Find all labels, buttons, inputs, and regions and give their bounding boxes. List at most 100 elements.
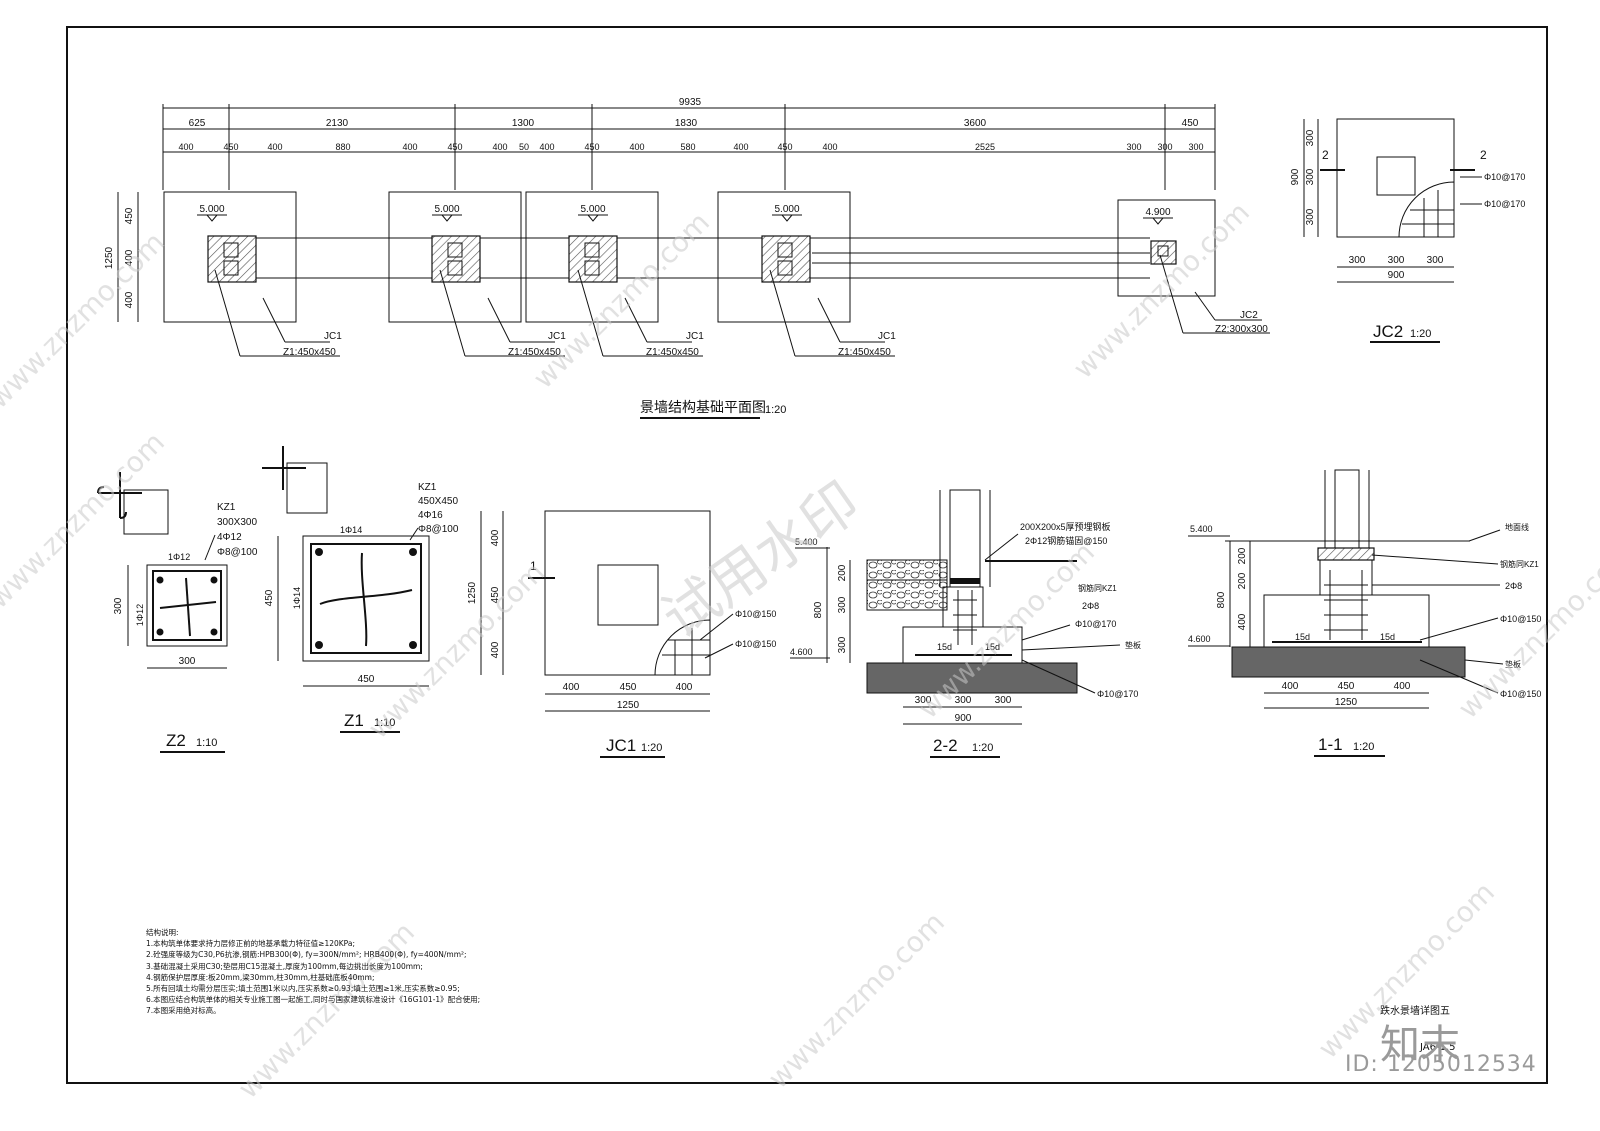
plan-elev-4: 4.900 <box>1145 207 1170 218</box>
jc1-rebar-2: Φ10@150 <box>735 639 776 649</box>
z2-kz-name: KZ1 <box>217 502 236 513</box>
section-1-1: 15d 15d 地面线 钢筋同KZ1 2Φ8 Φ10@150 垫板 Φ10@15… <box>1188 469 1541 757</box>
jc2-section-right: 2 <box>1480 148 1487 162</box>
plan-dim-row2-5: 450 <box>447 142 462 152</box>
z1-kz-stirrup: Φ8@100 <box>418 524 459 535</box>
s11-title: 1-1 <box>1318 735 1343 754</box>
plan-left-total: 1250 <box>104 246 115 269</box>
notes-line-4: 4.钢筋保护层厚度:板20mm,梁30mm,柱30mm,柱基础底板40mm; <box>146 972 375 982</box>
notes-line-5: 5.所有回填土均需分层压实;填土范围1米以内,压实系数≥0.93;填土范围≥1米… <box>146 984 460 994</box>
section-2-2: 15d 15d 200X200x5厚预埋钢板 2Φ12钢筋锚固@150 钢筋同K… <box>790 489 1141 758</box>
plan-title: 景墙结构基础平面图 <box>640 399 766 415</box>
plan-z2: Z2:300x300 <box>1215 324 1268 335</box>
plan-dim-row1-2: 1300 <box>512 118 535 129</box>
structure-notes: 结构说明: 1.本构筑单体要求持力层修正前的地基承载力特征值≥120KPa; 2… <box>146 927 486 1017</box>
jc1-section-mark: 1 <box>530 559 537 573</box>
s11-elev-top: 5.400 <box>1190 524 1213 534</box>
notes-line-7: 7.本图采用绝对标高。 <box>146 1006 221 1016</box>
jc1-dim-l1: 400 <box>490 529 501 546</box>
plan-jc1-1: JC1 <box>324 331 342 342</box>
s11-dim-b1: 400 <box>1282 681 1299 692</box>
plan-elev-3: 5.000 <box>774 204 799 215</box>
s22-slab: 垫板 <box>1125 640 1141 650</box>
plan-dim-row1-0: 625 <box>189 118 206 129</box>
sheet-code: JA6-1.5 <box>1420 1042 1456 1053</box>
wm-site-2: www.znzmo.com <box>527 206 716 395</box>
plan-jc1-3: JC1 <box>686 331 704 342</box>
elevation-marker-0 <box>197 214 227 222</box>
s22-title: 2-2 <box>933 736 958 755</box>
s11-dim-800: 800 <box>1216 591 1227 608</box>
s11-anchor-right: 15d <box>1380 632 1395 642</box>
s22-kz: 钢筋同KZ1 <box>1078 583 1117 593</box>
plan-dim-row2-14: 400 <box>822 142 837 152</box>
plan-z1-2: Z1:450x450 <box>508 347 561 358</box>
jc2-rebar-1: Φ10@170 <box>1484 172 1525 182</box>
elevation-marker-1 <box>432 214 462 222</box>
jc2-scale: 1:20 <box>1410 328 1431 340</box>
plan-dim-row2-11: 580 <box>680 142 695 152</box>
plan-jc2: JC2 <box>1240 310 1258 321</box>
z2-dim-bottom: 300 <box>179 656 196 667</box>
jc1-dim-b2: 450 <box>620 682 637 693</box>
wm-site-3: www.znzmo.com <box>1067 196 1256 385</box>
plan-dim-row2-3: 880 <box>335 142 350 152</box>
jc1-dim-b1: 400 <box>563 682 580 693</box>
s11-elev-bottom: 4.600 <box>1188 634 1211 644</box>
jc2-detail: 2 2 Φ10@170 Φ10@170 300 300 300 900 300 … <box>1290 118 1525 343</box>
s11-dim-l3: 400 <box>1237 613 1248 630</box>
s11-kz: 钢筋同KZ1 <box>1500 559 1539 569</box>
jc2-dim-l1: 300 <box>1305 129 1316 146</box>
z1-kz-bars: 4Φ16 <box>418 510 443 521</box>
wm-site-4: www.znzmo.com <box>0 426 171 615</box>
s11-ground: 地面线 <box>1505 522 1529 532</box>
z2-title: Z2 <box>166 731 186 750</box>
elevation-marker-3 <box>772 214 802 222</box>
z2-side-bar: 1Φ12 <box>135 604 145 626</box>
s22-stirrup: Φ10@170 <box>1075 619 1116 629</box>
jc1-dim-ltotal: 1250 <box>467 581 478 604</box>
plan-dim-row2-12: 400 <box>733 142 748 152</box>
s11-bottom-bar: Φ10@150 <box>1500 689 1541 699</box>
plan-z1-3: Z1:450x450 <box>646 347 699 358</box>
plan-dim-row2-0: 400 <box>178 142 193 152</box>
jc1-title: JC1 <box>606 736 636 755</box>
z2-detail: 1Φ12 1Φ12 300 300 KZ1 300X300 4Φ12 Φ8@10… <box>97 472 258 753</box>
plan-dim-row2-10: 400 <box>629 142 644 152</box>
s11-scale: 1:20 <box>1353 741 1374 753</box>
plan-dim-row2-18: 300 <box>1188 142 1203 152</box>
jc1-dim-l2: 450 <box>490 586 501 603</box>
notes-line-1: 1.本构筑单体要求持力层修正前的地基承载力特征值≥120KPa; <box>146 939 355 949</box>
jc2-dim-l2: 300 <box>1305 168 1316 185</box>
s22-anchorbar: 2Φ12钢筋锚固@150 <box>1025 535 1107 546</box>
notes-heading: 结构说明: <box>146 928 179 937</box>
plan-dim-row2-6: 400 <box>492 142 507 152</box>
s22-dim-b2: 300 <box>955 695 972 706</box>
z1-detail: 1Φ14 1Φ14 450 450 KZ1 450X450 4Φ16 Φ8@10… <box>262 446 459 733</box>
s22-dim-800: 800 <box>813 601 824 618</box>
s22-dim-l2: 300 <box>837 596 848 613</box>
z1-top-bar: 1Φ14 <box>340 525 362 535</box>
jc2-dim-b2: 300 <box>1388 255 1405 266</box>
z1-kz-size: 450X450 <box>418 496 458 507</box>
plan-elev-2: 5.000 <box>580 204 605 215</box>
z1-kz-name: KZ1 <box>418 482 437 493</box>
jc2-section-left: 2 <box>1322 148 1329 162</box>
elevation-marker-4 <box>1143 217 1173 225</box>
s22-scale: 1:20 <box>972 742 993 754</box>
jc1-dim-l3: 400 <box>490 641 501 658</box>
plan-dim-row2-4: 400 <box>402 142 417 152</box>
s11-dim-b2: 450 <box>1338 681 1355 692</box>
jc1-dim-btotal: 1250 <box>617 700 640 711</box>
plan-dim-row2-13: 450 <box>777 142 792 152</box>
plan-left-dim-2: 400 <box>124 249 135 266</box>
s22-elev-top: 5.400 <box>795 537 818 547</box>
s11-dim-btotal: 1250 <box>1335 697 1358 708</box>
s11-dim-b3: 400 <box>1394 681 1411 692</box>
jc2-title: JC2 <box>1373 322 1403 341</box>
s22-dim-b3: 300 <box>995 695 1012 706</box>
wm-site-1: www.znzmo.com <box>0 226 171 415</box>
wm-site-9: www.znzmo.com <box>762 906 951 1095</box>
z1-scale: 1:10 <box>374 717 395 729</box>
s11-dim-l1: 200 <box>1237 547 1248 564</box>
